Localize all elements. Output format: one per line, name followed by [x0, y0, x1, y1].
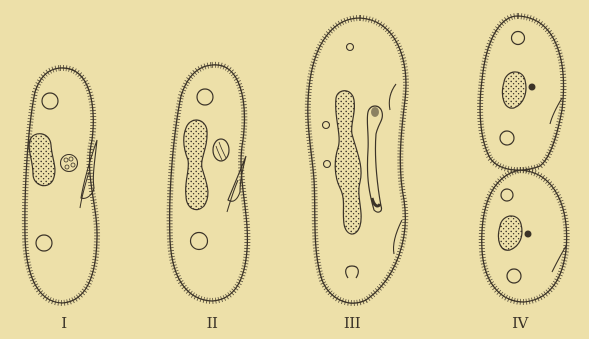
oral-groove-lower — [552, 246, 566, 272]
gullet-line — [227, 180, 238, 212]
organism-stage-1 — [25, 68, 97, 303]
vacuole-upper-bottom — [500, 131, 514, 145]
stage-label-2: II — [192, 314, 232, 332]
contractile-vacuole-bottom — [36, 235, 52, 251]
micronucleus — [61, 155, 78, 172]
organism-stage-3 — [308, 18, 406, 303]
cell-membrane — [170, 65, 248, 301]
cilia-fringe — [170, 65, 248, 301]
contractile-vacuole-top — [197, 89, 213, 105]
contractile-vacuole-bottom — [191, 233, 208, 250]
macronucleus — [184, 120, 208, 210]
dividing-micronucleus — [367, 106, 382, 212]
macronucleus — [29, 134, 55, 186]
vacuole-bottom — [346, 266, 359, 278]
micronucleus-upper — [529, 84, 536, 91]
macronucleus — [335, 91, 361, 234]
oral-groove-upper — [389, 84, 396, 110]
vacuole-lower-bottom — [507, 269, 521, 283]
stage-label-1: I — [44, 314, 84, 332]
micronucleus-lower — [525, 231, 532, 238]
vacuole-lower-top — [501, 189, 513, 201]
stage-label-3: III — [332, 314, 372, 332]
organism-stage-2 — [170, 65, 248, 301]
stage-label-4: IV — [500, 314, 540, 332]
gullet-line — [80, 172, 89, 208]
cell-membrane — [25, 68, 97, 303]
vacuole-upper-top — [512, 32, 525, 45]
micronucleus — [213, 139, 229, 161]
vacuole-small-top — [347, 44, 354, 51]
vacuole-mid — [323, 122, 330, 129]
contractile-vacuole-top — [42, 93, 58, 109]
macronucleus-lower — [498, 216, 522, 250]
vacuole-low — [324, 161, 331, 168]
cilia-fringe — [25, 68, 97, 303]
organism-stage-4 — [480, 16, 567, 302]
oral-groove — [81, 140, 97, 198]
macronucleus-upper — [502, 72, 526, 108]
